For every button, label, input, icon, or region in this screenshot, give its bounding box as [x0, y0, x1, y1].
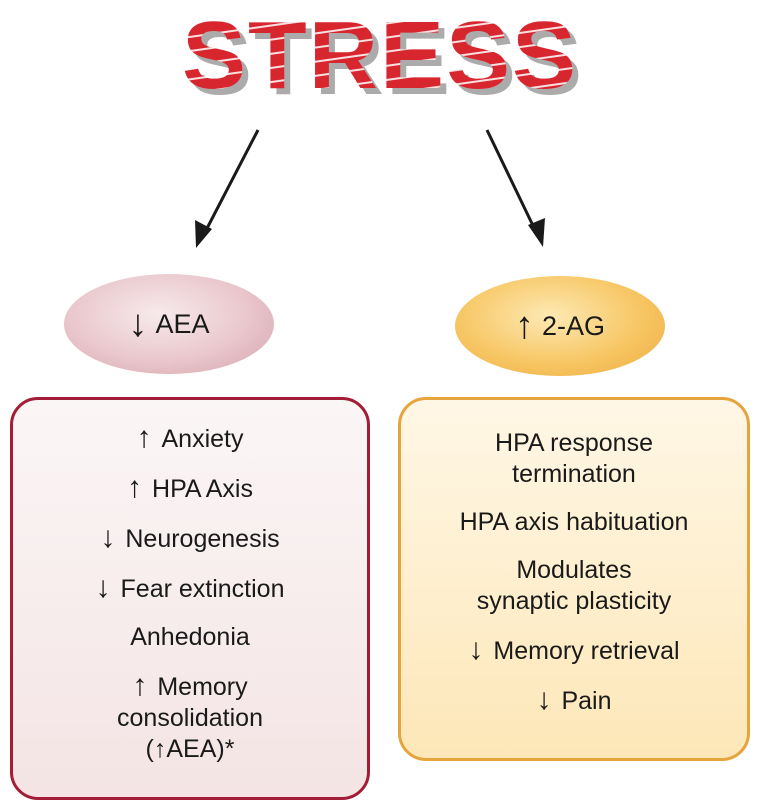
2ag-effect-item: HPA response termination [495, 428, 653, 490]
arrow-stress-to-aea [200, 129, 260, 239]
2ag-effect-item: Modulates synaptic plasticity [477, 555, 672, 617]
aea-effect-text: Fear extinction [120, 575, 285, 603]
aea-label: AEA [155, 308, 210, 339]
aea-effect-item: ↑ HPA Axis [127, 472, 253, 505]
aea-effect-text-line3: (↑AEA)* [145, 735, 235, 763]
2ag-effect-text: Modulates [516, 556, 632, 584]
arrowhead-aea [195, 220, 212, 248]
aea-effect-text: Anhedonia [130, 623, 250, 651]
2ag-effect-item: ↓ Memory retrieval [468, 634, 679, 667]
stress-title-shadow: STRESS [188, 8, 584, 115]
arrowhead-2ag [528, 218, 545, 247]
2ag-effect-text: HPA response [495, 429, 653, 457]
2ag-effect-text-line2: synaptic plasticity [476, 587, 672, 615]
up-arrow-icon: ↑ [127, 471, 143, 504]
stress-title: STRESS STRESS [182, 2, 584, 115]
aea-effect-text: HPA Axis [152, 475, 253, 503]
stress-title-text: STRESS [182, 2, 578, 109]
2ag-effect-text: Pain [561, 687, 612, 715]
aea-effect-item: ↑ Memory consolidation (↑AEA)* [117, 670, 263, 765]
2ag-effect-text: Memory retrieval [493, 637, 680, 665]
aea-effect-item: ↑ Anxiety [137, 422, 244, 455]
up-arrow-icon: ↑ [514, 305, 534, 347]
aea-effect-item: ↓ Fear extinction [96, 572, 285, 605]
up-arrow-icon: ↑ [136, 421, 152, 454]
aea-effect-text: Memory [157, 673, 248, 701]
aea-effect-text: Anxiety [161, 425, 244, 453]
down-arrow-icon: ↓ [536, 683, 552, 716]
aea-effect-item: Anhedonia [130, 622, 250, 653]
2ag-effects-box: HPA response termination HPA axis habitu… [398, 397, 750, 761]
down-arrow-icon: ↓ [95, 571, 111, 604]
aea-effect-text: Neurogenesis [125, 525, 280, 553]
up-arrow-icon: ↑ [132, 669, 148, 702]
aea-effect-item: ↓ Neurogenesis [100, 522, 279, 555]
2ag-effect-text: HPA axis habituation [459, 508, 689, 536]
arrow-stress-to-2ag [485, 129, 539, 235]
2ag-effect-text-line2: termination [512, 460, 636, 488]
down-arrow-icon: ↓ [128, 303, 148, 345]
down-arrow-icon: ↓ [468, 633, 484, 666]
aea-effects-box: ↑Anxiety ↑HPA Axis ↓Neurogenesis ↓Fear e… [10, 397, 370, 800]
2ag-effect-item: HPA axis habituation [460, 507, 689, 538]
aea-effect-text-line2: consolidation [117, 704, 263, 732]
2ag-label: 2-AG [541, 310, 606, 341]
2ag-node: ↑ 2-AG [455, 276, 665, 376]
down-arrow-icon: ↓ [100, 521, 116, 554]
aea-node: ↓ AEA [64, 274, 274, 374]
2ag-effect-item: ↓ Pain [536, 684, 611, 717]
